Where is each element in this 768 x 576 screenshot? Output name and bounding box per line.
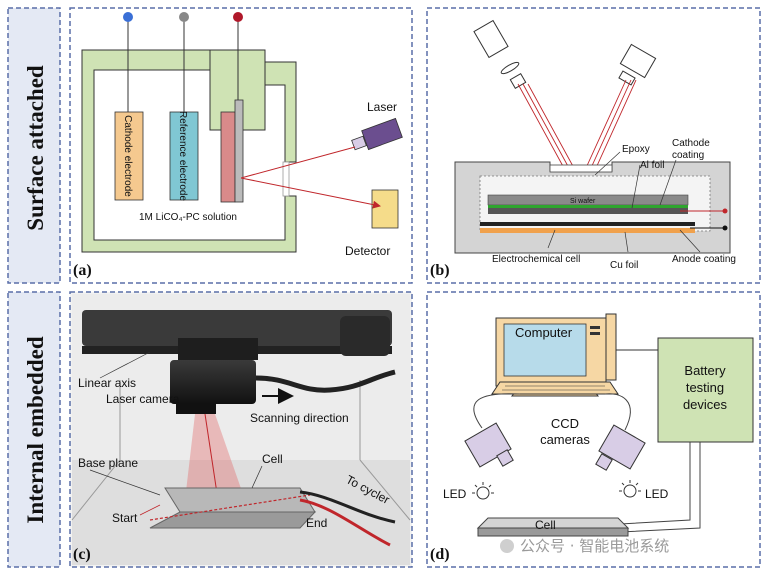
scanning-direction-label: Scanning direction <box>250 411 349 425</box>
panel-b-tag: (b) <box>430 262 450 279</box>
keyboard-keys <box>502 385 610 391</box>
panel-c-tag: (c) <box>73 546 91 563</box>
cell-label-d: Cell <box>535 518 556 532</box>
cathode-coating-label-2: coating <box>672 150 704 161</box>
leader-lines <box>547 151 701 253</box>
panel-b: Si wafer Epoxy Al foil Cathode coating E… <box>426 7 761 284</box>
camera-head <box>619 43 657 79</box>
separator-layer <box>480 222 695 226</box>
computer-tower <box>605 313 617 381</box>
cell-label: Cell <box>262 452 283 466</box>
cathode-coating-label-1: Cathode <box>672 138 710 149</box>
ccd-label-2: cameras <box>540 432 590 447</box>
row-label-surface-attached: Surface attached <box>7 7 61 284</box>
watermark: 公众号 · 智能电池系统 <box>500 537 669 555</box>
start-label: Start <box>112 511 138 525</box>
panel-c: Linear axis Laser camera Scanning direct… <box>69 291 413 568</box>
laser-camera-label: Laser camera <box>106 392 180 406</box>
terminal-grey <box>179 12 189 22</box>
laser-camera-body <box>170 360 256 404</box>
row-label-bottom-text: Internal embedded <box>23 336 48 523</box>
working-electrode-sample <box>220 111 236 203</box>
ccd-camera-right <box>595 424 646 471</box>
end-label: End <box>306 516 327 530</box>
optical-window <box>282 161 290 197</box>
led-right-icon <box>619 480 641 498</box>
watermark-text: 公众号 · 智能电池系统 <box>520 537 669 555</box>
battery-testing-box <box>657 337 754 443</box>
reflected-beam <box>240 177 381 209</box>
computer-screen <box>503 323 587 377</box>
panel-a-tag: (a) <box>73 262 92 279</box>
emitter-head <box>473 19 509 59</box>
battery-testing-label-3: devices <box>683 397 728 412</box>
panel-a: Cathode electrode Reference electrode 1M… <box>69 7 413 284</box>
laser-source <box>351 117 403 151</box>
laser-fan <box>185 414 245 500</box>
reference-label: Reference electrode <box>177 111 188 201</box>
epoxy-label: Epoxy <box>622 144 650 155</box>
battery-cell <box>164 487 316 513</box>
computer-label: Computer <box>515 325 573 340</box>
linear-axis-rail <box>82 310 392 346</box>
terminal-red <box>233 12 243 22</box>
detector-box <box>371 189 399 229</box>
battery-testing-label-1: Battery <box>684 363 726 378</box>
led-right-label: LED <box>645 487 669 501</box>
electrochemical-cell-label: Electrochemical cell <box>492 254 580 265</box>
cu-foil-label: Cu foil <box>610 260 638 271</box>
si-wafer-label: Si wafer <box>570 198 596 205</box>
solution-label: 1M LiCO₄-PC solution <box>139 212 237 223</box>
panel-d-tag: (d) <box>430 546 450 563</box>
incident-beam <box>240 146 356 179</box>
anode-coating-label: Anode coating <box>672 254 736 265</box>
al-foil-layer <box>488 208 688 214</box>
battery-testing-label-2: testing <box>686 380 724 395</box>
led-left-icon <box>472 482 494 500</box>
camera-cable <box>255 369 396 393</box>
ccd-camera-left <box>464 422 514 468</box>
cathode-label: Cathode electrode <box>122 115 133 197</box>
laser-label: Laser <box>367 100 397 114</box>
cathode-electrode <box>114 111 144 201</box>
ccd-label-1: CCD <box>551 416 579 431</box>
al-foil-label: Al foil <box>640 160 664 171</box>
top-window <box>549 164 613 173</box>
base-plane-label: Base plane <box>78 456 138 470</box>
led-left-label: LED <box>443 487 467 501</box>
keyboard <box>491 381 619 395</box>
linear-axis-label: Linear axis <box>78 376 136 390</box>
row-label-internal-embedded: Internal embedded <box>7 291 61 568</box>
row-label-top-text: Surface attached <box>23 65 48 231</box>
panel-d: Computer Battery testing devices CCD cam… <box>426 291 761 568</box>
cathode-coating-layer <box>488 205 688 208</box>
reference-label-text: Reference electrode <box>177 111 188 201</box>
anode-coating-layer <box>480 228 695 233</box>
electrode-backing <box>234 99 244 203</box>
terminal-blue <box>123 12 133 22</box>
camera-mount <box>178 338 258 360</box>
detector-label: Detector <box>345 244 390 258</box>
